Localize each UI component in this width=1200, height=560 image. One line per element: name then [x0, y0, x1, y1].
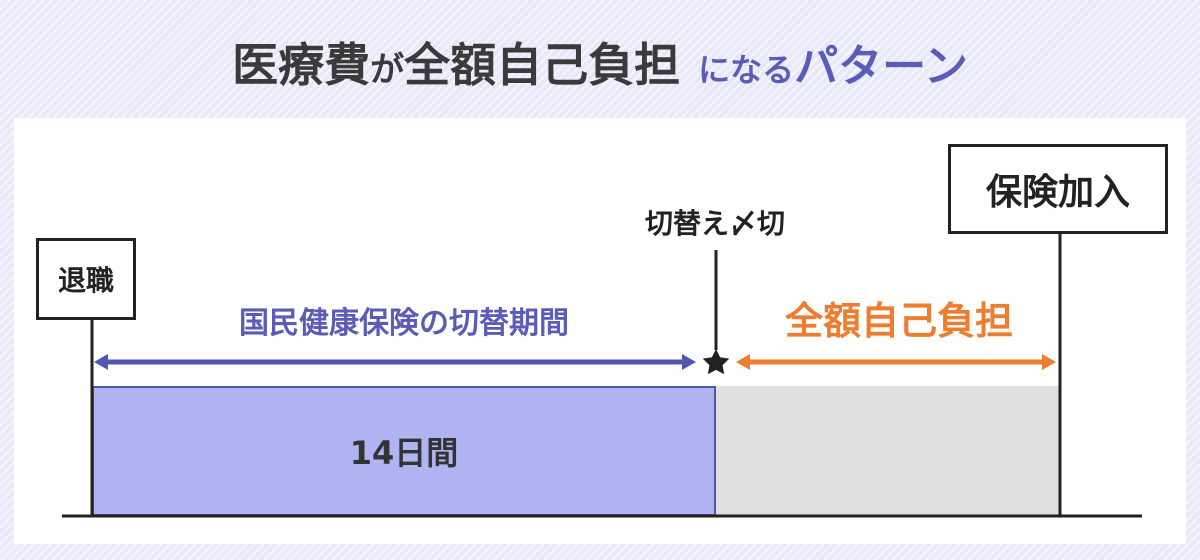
switch-deadline-label: 切替え〆切 [644, 207, 785, 240]
page-title: 医療費が全額自己負担になるパターン [0, 30, 1200, 100]
insurance-join-label-box: 保険加入 [948, 144, 1168, 234]
star-icon [702, 349, 730, 375]
insurance-join-label: 保険加入 [985, 172, 1130, 213]
full-self-pay-arrow [736, 354, 1056, 370]
title-part-medical-expenses: 医療費 [232, 38, 371, 92]
full-self-pay-period-bar [716, 386, 1060, 516]
title-part-particle: が [370, 50, 405, 90]
retirement-label-box: 退職 [36, 238, 136, 320]
title-part-becomes: になる [698, 51, 795, 89]
full-self-pay-label: 全額自己負担 [784, 299, 1013, 343]
timeline-graphics [62, 234, 1142, 518]
switch-period-arrow [94, 354, 696, 370]
switch-period-bar: 14日間 [92, 386, 716, 516]
days-label: 14日間 [349, 434, 459, 472]
retirement-label: 退職 [57, 264, 114, 297]
switch-period-label: 国民健康保険の切替期間 [239, 306, 569, 341]
title-part-full-self-pay: 全額自己負担 [404, 38, 681, 92]
title-part-pattern: パターン [794, 41, 968, 92]
diagram-panel: 14日間 退職 保険加入 切替え〆切 国民健康保険の切替期間 全額自己負担 [14, 118, 1186, 544]
